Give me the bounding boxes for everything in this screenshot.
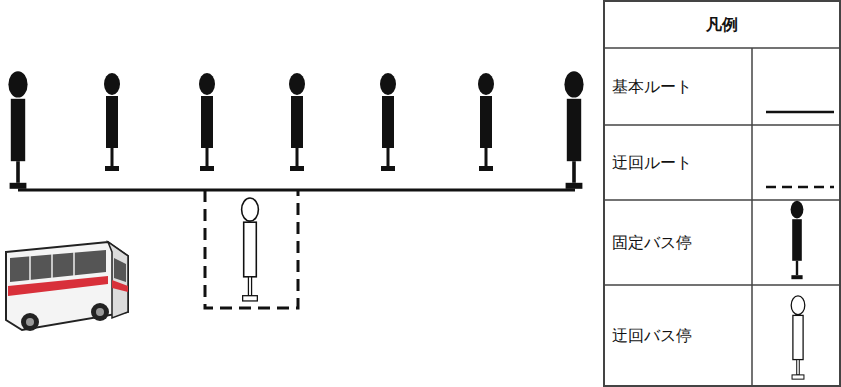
legend-text: 基本ルート [612,77,692,96]
legend-row: 固定バス停 [612,200,750,285]
fixed-bus-stop [8,71,27,189]
legend-row: 迂回バス停 [612,285,750,386]
legend-table [604,1,840,386]
detour-bus-stop [242,198,259,301]
fixed-bus-stop [199,73,215,171]
detour-route-line [205,190,298,308]
fixed-bus-stop [289,73,305,171]
legend-fixed-stop-sample [791,201,804,279]
fixed-bus-stop [564,71,583,189]
fixed-bus-stop [478,73,494,171]
legend-detour-stop-sample [791,296,805,379]
legend-heading: 凡例 [706,15,738,34]
bus-illustration [6,242,128,331]
legend-text: 迂回バス停 [612,326,692,345]
legend-basic-line-sample [766,111,834,114]
legend-heading-cell: 凡例 [604,1,840,48]
fixed-bus-stop [380,73,396,171]
legend-text: 迂回ルート [612,153,692,172]
legend-detour-line-sample [766,186,834,189]
legend-row: 迂回ルート [612,125,750,200]
legend-text: 固定バス停 [612,233,692,252]
fixed-bus-stop [104,73,120,171]
legend-row: 基本ルート [612,48,750,125]
